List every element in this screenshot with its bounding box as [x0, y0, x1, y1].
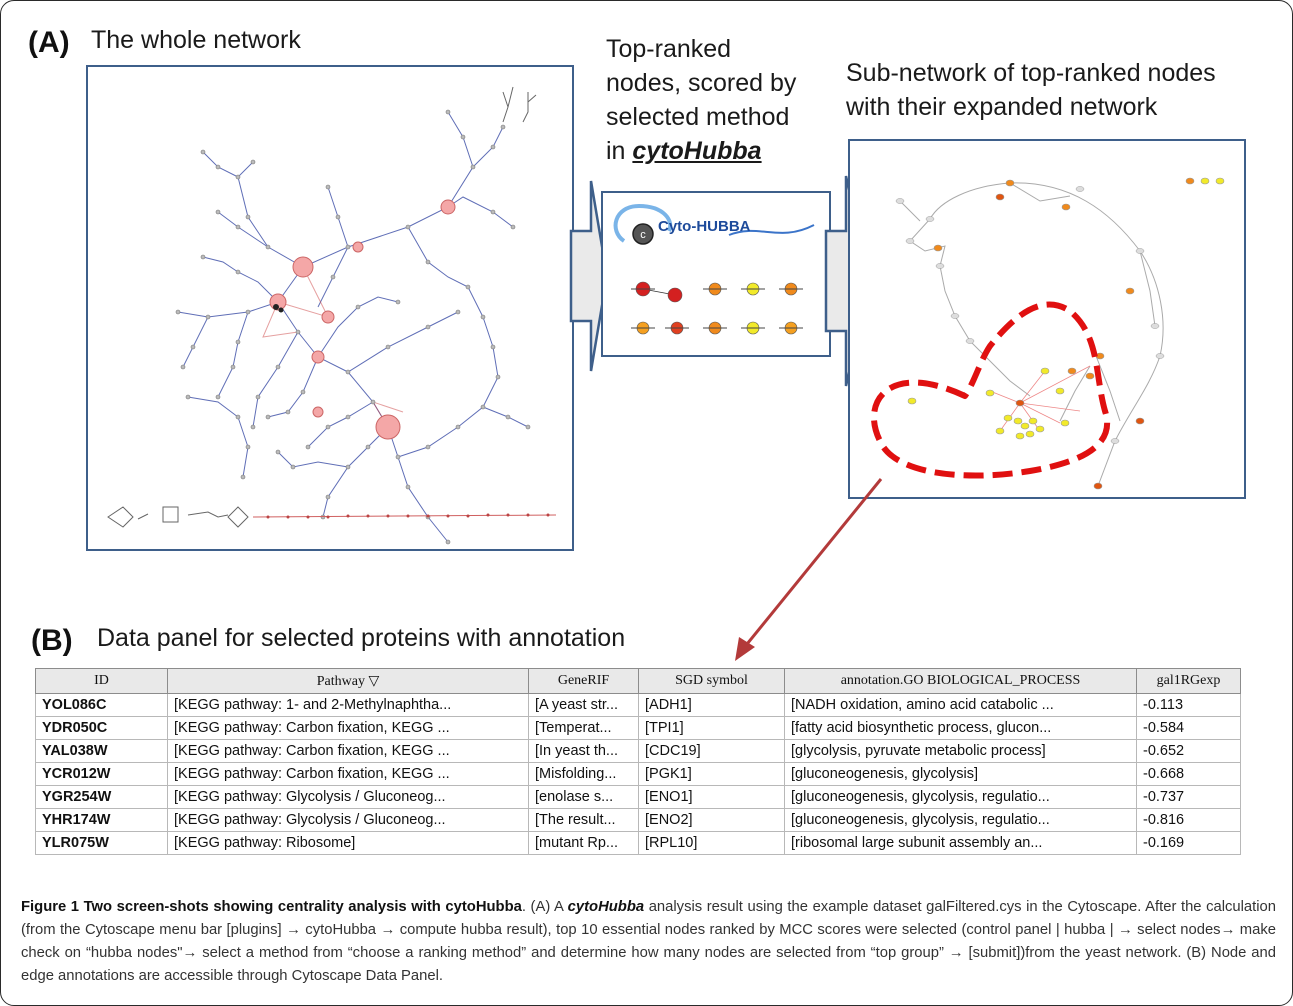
top-ranked-title: Top-ranked nodes, scored by selected met…: [606, 32, 836, 168]
caption-tool-name: cytoHubba: [567, 899, 645, 915]
cell-generif[interactable]: [enolase s...: [528, 785, 639, 809]
cell-go-process[interactable]: [fatty acid biosynthetic process, glucon…: [784, 716, 1137, 740]
cell-sgd-symbol[interactable]: [ENO1]: [638, 785, 785, 809]
top-ranked-line-1: Top-ranked: [606, 35, 732, 63]
cell-go-process[interactable]: [gluconeogenesis, glycolysis, regulatio.…: [784, 808, 1137, 832]
cell-generif[interactable]: [A yeast str...: [528, 693, 639, 717]
cell-pathway[interactable]: [KEGG pathway: Glycolysis / Gluconeog...: [167, 785, 529, 809]
cell-pathway[interactable]: [KEGG pathway: Glycolysis / Gluconeog...: [167, 808, 529, 832]
svg-text:c: c: [640, 229, 646, 241]
cell-gal1rgexp[interactable]: -0.113: [1136, 693, 1241, 717]
cell-id[interactable]: YHR174W: [35, 808, 168, 832]
data-panel: ID Pathway ▽ GeneRIF SGD symbol annotati…: [35, 668, 1241, 855]
caption-label: Figure 1 Two screen-shots showing centra…: [21, 899, 522, 915]
caption-text-1: . (A) A: [521, 899, 568, 915]
cell-generif[interactable]: [Misfolding...: [528, 762, 639, 786]
subnetwork-graph: [870, 177, 1225, 490]
cell-gal1rgexp[interactable]: -0.169: [1136, 831, 1241, 855]
column-header-pathway[interactable]: Pathway ▽: [167, 668, 529, 694]
cell-pathway[interactable]: [KEGG pathway: Carbon fixation, KEGG ...: [167, 739, 529, 763]
cell-id[interactable]: YAL038W: [35, 739, 168, 763]
cell-gal1rgexp[interactable]: -0.816: [1136, 808, 1241, 832]
annotation-table: ID Pathway ▽ GeneRIF SGD symbol annotati…: [35, 668, 1241, 855]
table-header-row: ID Pathway ▽ GeneRIF SGD symbol annotati…: [35, 668, 1241, 694]
column-header-id[interactable]: ID: [35, 668, 168, 694]
cytohubba-logo-text: Cyto-HUBBA: [658, 218, 751, 235]
cell-go-process[interactable]: [NADH oxidation, amino acid catabolic ..…: [784, 693, 1137, 717]
callout-arrow: [735, 478, 883, 661]
top-ranked-nodes: [631, 281, 803, 335]
column-header-go-process[interactable]: annotation.GO BIOLOGICAL_PROCESS: [784, 668, 1137, 694]
figure-caption: Figure 1 Two screen-shots showing centra…: [21, 896, 1276, 988]
cell-id[interactable]: YCR012W: [35, 762, 168, 786]
cell-gal1rgexp[interactable]: -0.584: [1136, 716, 1241, 740]
table-row[interactable]: YCR012W [KEGG pathway: Carbon fixation, …: [35, 762, 1241, 786]
cell-sgd-symbol[interactable]: [CDC19]: [638, 739, 785, 763]
cell-gal1rgexp[interactable]: -0.737: [1136, 785, 1241, 809]
cell-generif[interactable]: [Temperat...: [528, 716, 639, 740]
subnetwork-line-2: with their expanded network: [846, 93, 1158, 121]
arrow-to-cytohubba: [569, 180, 609, 372]
cell-sgd-symbol[interactable]: [ADH1]: [638, 693, 785, 717]
cell-sgd-symbol[interactable]: [ENO2]: [638, 808, 785, 832]
cell-sgd-symbol[interactable]: [RPL10]: [638, 831, 785, 855]
cell-generif[interactable]: [mutant Rp...: [528, 831, 639, 855]
top-ranked-line-4: in cytoHubba: [606, 137, 762, 165]
whole-network-panel: [86, 65, 574, 551]
cell-pathway[interactable]: [KEGG pathway: 1- and 2-Methylnaphtha...: [167, 693, 529, 717]
cell-generif[interactable]: [The result...: [528, 808, 639, 832]
subnetwork-panel: [848, 139, 1246, 499]
cell-id[interactable]: YDR050C: [35, 716, 168, 740]
cell-id[interactable]: YOL086C: [35, 693, 168, 717]
table-row[interactable]: YOL086C [KEGG pathway: 1- and 2-Methylna…: [35, 693, 1241, 717]
cytohubba-panel: c Cyto-HUBBA: [601, 191, 831, 357]
cell-gal1rgexp[interactable]: -0.652: [1136, 739, 1241, 763]
caption-text-2: analysis result using the example datase…: [21, 899, 1277, 984]
subnetwork-title: Sub-network of top-ranked nodes with the…: [846, 56, 1286, 124]
panel-a-letter: (A): [28, 26, 70, 59]
table-row[interactable]: YLR075W [KEGG pathway: Ribosome] [mutant…: [35, 831, 1241, 855]
column-header-gal1rgexp[interactable]: gal1RGexp: [1136, 668, 1241, 694]
cell-id[interactable]: YLR075W: [35, 831, 168, 855]
top-ranked-line-2: nodes, scored by: [606, 69, 797, 97]
cell-pathway[interactable]: [KEGG pathway: Carbon fixation, KEGG ...: [167, 762, 529, 786]
data-panel-title: Data panel for selected proteins with an…: [97, 624, 626, 652]
whole-network-title: The whole network: [91, 26, 301, 54]
cytohubba-label: cytoHubba: [632, 137, 762, 165]
table-row[interactable]: YHR174W [KEGG pathway: Glycolysis / Gluc…: [35, 808, 1241, 832]
column-header-generif[interactable]: GeneRIF: [528, 668, 639, 694]
cell-id[interactable]: YGR254W: [35, 785, 168, 809]
cell-pathway[interactable]: [KEGG pathway: Ribosome]: [167, 831, 529, 855]
cell-generif[interactable]: [In yeast th...: [528, 739, 639, 763]
cell-sgd-symbol[interactable]: [TPI1]: [638, 716, 785, 740]
table-row[interactable]: YAL038W [KEGG pathway: Carbon fixation, …: [35, 739, 1241, 763]
column-header-sgd-symbol[interactable]: SGD symbol: [638, 668, 785, 694]
cell-pathway[interactable]: [KEGG pathway: Carbon fixation, KEGG ...: [167, 716, 529, 740]
table-row[interactable]: YGR254W [KEGG pathway: Glycolysis / Gluc…: [35, 785, 1241, 809]
subnetwork-line-1: Sub-network of top-ranked nodes: [846, 59, 1216, 87]
cell-go-process[interactable]: [gluconeogenesis, glycolysis]: [784, 762, 1137, 786]
cell-go-process[interactable]: [gluconeogenesis, glycolysis, regulatio.…: [784, 785, 1137, 809]
cell-sgd-symbol[interactable]: [PGK1]: [638, 762, 785, 786]
top-ranked-line-3: selected method: [606, 103, 790, 131]
cytohubba-logo: c: [613, 203, 815, 245]
whole-network-graph: [107, 86, 557, 545]
table-row[interactable]: YDR050C [KEGG pathway: Carbon fixation, …: [35, 716, 1241, 740]
panel-b-letter: (B): [31, 624, 73, 657]
cell-gal1rgexp[interactable]: -0.668: [1136, 762, 1241, 786]
cell-go-process[interactable]: [ribosomal large subunit assembly an...: [784, 831, 1137, 855]
cell-go-process[interactable]: [glycolysis, pyruvate metabolic process]: [784, 739, 1137, 763]
